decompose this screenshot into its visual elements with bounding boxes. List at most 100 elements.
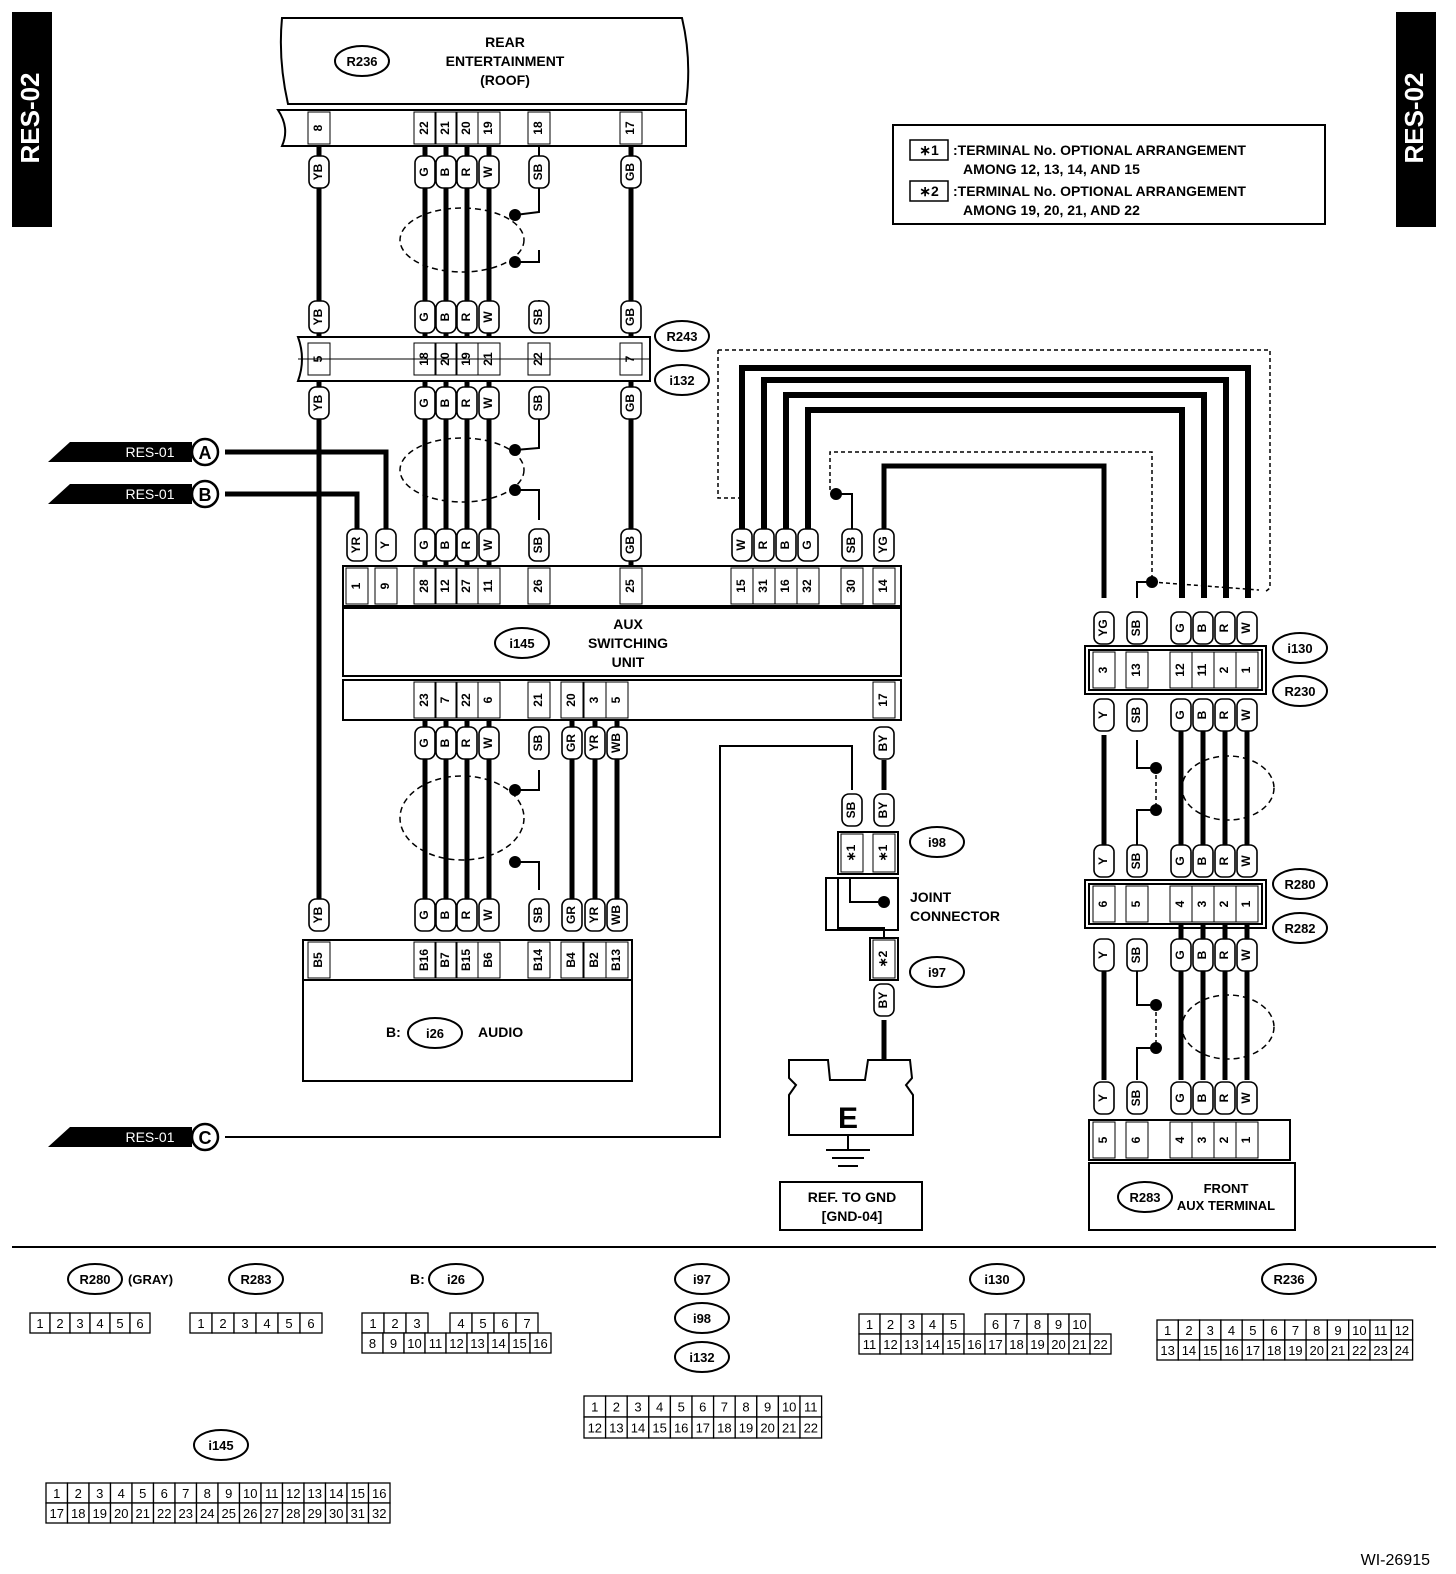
- connector-cavity: [367, 1502, 391, 1524]
- wire-color-text: R: [459, 398, 473, 407]
- wire-color-badge: [1170, 938, 1192, 972]
- offpage-label: RES-01: [125, 486, 174, 502]
- wire-color-text: SB: [844, 801, 858, 818]
- connector-id-text: R282: [1284, 921, 1315, 936]
- wire-color-text: SB: [1129, 706, 1143, 723]
- cavity-number: 5: [285, 1316, 292, 1331]
- wire-color-badge: [478, 300, 500, 334]
- wire-color-text: BY: [876, 802, 890, 819]
- ground-letter: E: [838, 1102, 858, 1135]
- wire-color-text: W: [481, 737, 495, 749]
- connector-id-tag: [1117, 1181, 1173, 1213]
- wire-color-badge: [1192, 698, 1214, 732]
- cavity-number: 4: [457, 1316, 464, 1331]
- wire-color-badge: [435, 386, 457, 420]
- pin-cell: [413, 681, 437, 719]
- wire-color-badge: [528, 726, 550, 760]
- wire-color-badge: [1192, 611, 1214, 645]
- wire-color-text: B: [1195, 950, 1209, 959]
- wire-color-badge: [584, 898, 606, 932]
- cavity-number: 15: [652, 1421, 666, 1436]
- pin-number: 12: [438, 579, 452, 593]
- wire-color-badge: [841, 528, 863, 562]
- pin-cell: [477, 342, 501, 376]
- connector-id-text: i145: [509, 636, 534, 651]
- pin-cell: [527, 342, 551, 376]
- wire-color-text: YG: [876, 536, 890, 553]
- cavity-number: 9: [225, 1486, 232, 1501]
- wire-color-badge: [620, 155, 642, 189]
- cavity-number: 12: [883, 1337, 897, 1352]
- cavity-number: 1: [36, 1316, 43, 1331]
- wire-color-badge: [1170, 1081, 1192, 1115]
- pin-number: 4: [1173, 1136, 1187, 1143]
- pin-cell: [527, 941, 551, 979]
- connector-id-text: i98: [928, 835, 946, 850]
- cavity-number: 11: [804, 1400, 818, 1415]
- wire-color-text: BY: [876, 735, 890, 752]
- pin-number: 22: [531, 352, 545, 366]
- cavity-number: 10: [782, 1400, 796, 1415]
- cavity-number: 12: [286, 1486, 300, 1501]
- cavity-number: 6: [501, 1316, 508, 1331]
- connector-id-text: R280: [1284, 877, 1315, 892]
- pin-cell: [1125, 885, 1149, 923]
- wire-color-badge: [414, 386, 436, 420]
- pin-cell: [560, 681, 584, 719]
- wire-color-text: R: [459, 738, 473, 747]
- wire-front-aux-bundle: [805, 407, 1185, 598]
- wire-color-badge: [478, 726, 500, 760]
- connector-id-text: i26: [447, 1272, 465, 1287]
- note-1-mark: ∗1: [919, 142, 939, 158]
- connector-id-tag: [193, 1429, 249, 1461]
- cavity-number: 8: [742, 1400, 749, 1415]
- pin-number: 6: [1129, 1136, 1143, 1143]
- cavity-number: 29: [308, 1506, 322, 1521]
- wire-color-text: R: [1217, 623, 1231, 632]
- pin-number: B6: [481, 952, 495, 968]
- pin-cell: [619, 111, 643, 145]
- wire-color-text: W: [481, 397, 495, 409]
- pin-number: B16: [417, 949, 431, 971]
- cavity-number: 25: [222, 1506, 236, 1521]
- pin-number: 2: [1217, 1136, 1231, 1143]
- pin-cell: [527, 567, 551, 605]
- connector-cavity: [1390, 1339, 1414, 1361]
- connector-frame-r282: [1084, 879, 1267, 929]
- wire-color-text: W: [734, 539, 748, 551]
- wire-color-text: B: [438, 167, 452, 176]
- pin-cell: [1235, 651, 1259, 689]
- wire-color-badge: [1093, 611, 1115, 645]
- pin-number: 9: [378, 582, 392, 589]
- wire-color-text: SB: [1129, 619, 1143, 636]
- cavity-number: 18: [71, 1506, 85, 1521]
- wire-color-badge: [435, 528, 457, 562]
- ground-symbol: E REF. TO GND [GND-04]: [779, 1059, 923, 1231]
- splice-point: [509, 784, 521, 796]
- pin-cell: [872, 939, 896, 979]
- cavity-number: 24: [1395, 1343, 1409, 1358]
- wire-color-text: G: [1173, 856, 1187, 865]
- note-1-line2: AMONG 12, 13, 14, AND 15: [963, 161, 1140, 177]
- connector-id-tag: [1272, 912, 1328, 944]
- wire-color-badge: [528, 386, 550, 420]
- cavity-number: 10: [243, 1486, 257, 1501]
- ground-ref1: REF. TO GND: [808, 1189, 896, 1205]
- pin-cell: [1092, 885, 1116, 923]
- wire-color-badge: [456, 300, 478, 334]
- aux-line1: AUX: [613, 616, 643, 632]
- connector-id-tag: [654, 364, 710, 396]
- wire-color-text: G: [800, 540, 814, 549]
- wire-front-aux-bundle: [783, 392, 1207, 598]
- cavity-number: 18: [717, 1421, 731, 1436]
- wire-color-badge: [753, 528, 775, 562]
- pin-cell: [434, 567, 458, 605]
- pin-number: 22: [417, 121, 431, 135]
- wire-color-badge: [606, 898, 628, 932]
- connector-cavity: [299, 1312, 323, 1334]
- shield-outline: [399, 775, 525, 861]
- pin-number: 18: [417, 352, 431, 366]
- cavity-number: 16: [533, 1336, 547, 1351]
- wire-color-text: G: [1173, 950, 1187, 959]
- pin-cell: [477, 681, 501, 719]
